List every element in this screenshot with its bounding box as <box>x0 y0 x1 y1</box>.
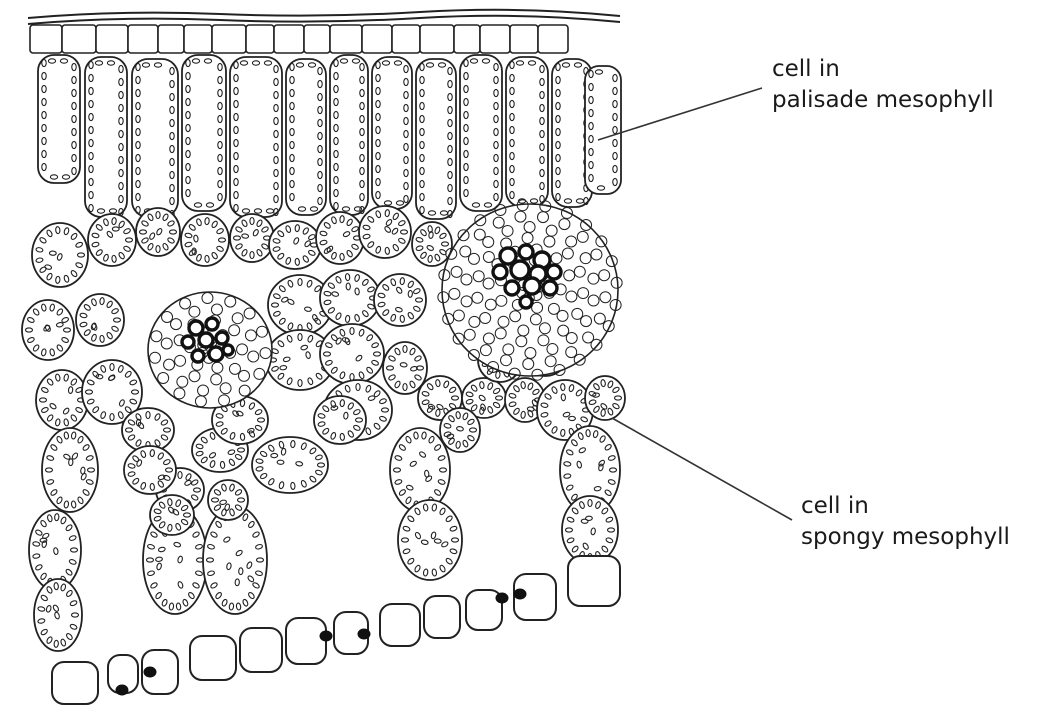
palisade-cell <box>506 57 548 207</box>
spongy-cell <box>34 579 82 651</box>
spongy-cell <box>36 370 88 430</box>
lower-epidermis-cell <box>286 618 326 664</box>
epidermis-cell <box>158 25 184 53</box>
palisade-cell <box>416 59 456 219</box>
label-spongy-cell: cell in spongy mesophyll <box>801 491 1010 553</box>
upper-epidermis <box>30 25 568 53</box>
palisade-mesophyll-layer <box>38 55 621 219</box>
xylem-vessel <box>189 321 203 335</box>
spongy-cell <box>203 506 267 614</box>
leader-line-spongy <box>612 418 792 520</box>
spongy-cell <box>42 428 98 512</box>
epidermis-cell <box>96 25 128 53</box>
lower-epidermis-cell <box>190 636 236 680</box>
guard-cell-nucleus <box>514 589 526 599</box>
lower-epidermis-cell <box>240 628 282 672</box>
vascular-bundle-left <box>148 292 272 408</box>
xylem-vessel <box>520 296 532 308</box>
lower-epidermis-cell <box>424 596 460 638</box>
xylem-vessel <box>511 261 529 279</box>
xylem-vessel <box>192 350 204 362</box>
xylem-vessel <box>182 336 194 348</box>
xylem-vessel <box>547 265 561 279</box>
xylem-vessel <box>206 318 218 330</box>
label-palisade-cell: cell in palisade mesophyll <box>772 54 994 116</box>
lower-epidermis-cell <box>568 556 620 606</box>
xylem-vessel <box>519 245 533 259</box>
epidermis-cell <box>454 25 480 53</box>
spongy-cell <box>29 510 81 590</box>
spongy-cell <box>390 428 450 512</box>
epidermis-cell <box>184 25 212 53</box>
leader-line-palisade <box>598 88 762 140</box>
label-palisade-line1: cell in <box>772 54 994 85</box>
vascular-bundle-right <box>438 200 622 380</box>
xylem-vessel <box>199 333 213 347</box>
epidermis-cell <box>392 25 420 53</box>
palisade-cell <box>372 57 412 209</box>
epidermis-cell <box>330 25 362 53</box>
lower-epidermis-cell <box>52 662 98 704</box>
guard-cell-nucleus <box>144 667 156 677</box>
xylem-vessel <box>223 345 233 355</box>
xylem-vessel <box>216 332 228 344</box>
epidermis-cell <box>30 25 62 53</box>
xylem-vessel <box>209 347 223 361</box>
spongy-cell <box>208 480 248 520</box>
lower-epidermis-cell <box>380 604 420 646</box>
palisade-cell <box>85 57 127 217</box>
guard-cell-nucleus <box>358 629 370 639</box>
epidermis-cell <box>128 25 158 53</box>
epidermis-cell <box>304 25 330 53</box>
spongy-cell <box>230 214 274 262</box>
epidermis-cell <box>538 25 568 53</box>
xylem-vessel <box>543 281 557 295</box>
spongy-cell <box>320 324 384 384</box>
xylem-vessel <box>505 281 519 295</box>
epidermis-cell <box>362 25 392 53</box>
epidermis-cell <box>510 25 538 53</box>
label-spongy-line2: spongy mesophyll <box>801 522 1010 553</box>
palisade-cell <box>330 55 368 215</box>
spongy-cell <box>252 437 328 493</box>
upper-cuticle <box>28 10 620 24</box>
lower-epidermis <box>52 556 620 704</box>
spongy-cell <box>398 500 462 580</box>
xylem-vessel <box>524 278 540 294</box>
epidermis-cell <box>212 25 246 53</box>
guard-cell-nucleus <box>320 631 332 641</box>
epidermis-cell <box>62 25 96 53</box>
epidermis-cell <box>420 25 454 53</box>
label-spongy-line1: cell in <box>801 491 1010 522</box>
label-palisade-line2: palisade mesophyll <box>772 85 994 116</box>
xylem-vessel <box>493 265 507 279</box>
epidermis-cell <box>246 25 274 53</box>
spongy-cell <box>136 208 180 256</box>
guard-cell-nucleus <box>496 593 508 603</box>
epidermis-cell <box>274 25 304 53</box>
guard-cell-nucleus <box>116 685 128 695</box>
epidermis-cell <box>480 25 510 53</box>
